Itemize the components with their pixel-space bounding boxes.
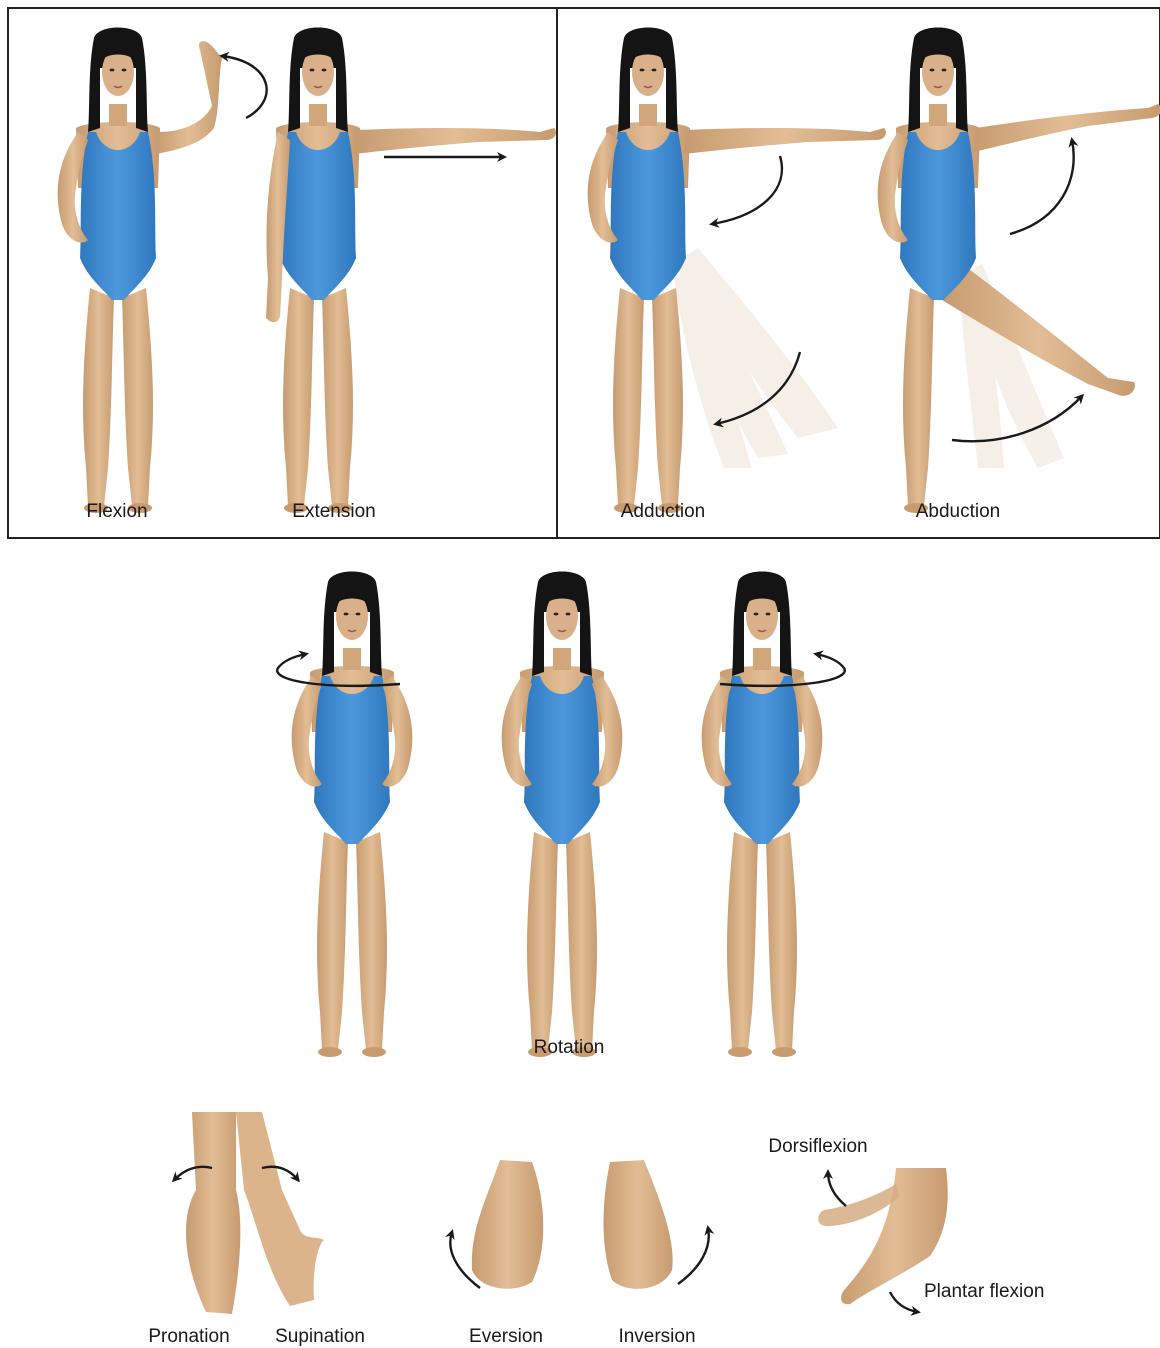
label-rotation: Rotation xyxy=(534,1037,605,1059)
supination-hand xyxy=(236,1112,324,1306)
eversion-foot xyxy=(472,1160,543,1289)
flexion-figure xyxy=(58,28,222,514)
pronation-hand xyxy=(186,1112,240,1314)
label-supination: Supination xyxy=(275,1326,365,1348)
label-flexion: Flexion xyxy=(86,501,147,523)
label-adduction: Adduction xyxy=(621,501,706,523)
inversion-arrow xyxy=(678,1228,709,1284)
extension-figure xyxy=(266,28,556,514)
label-inversion: Inversion xyxy=(618,1326,695,1348)
label-eversion: Eversion xyxy=(469,1326,543,1348)
dorsiflexion-arrow xyxy=(828,1172,846,1206)
adduction-figure xyxy=(588,28,886,514)
label-extension: Extension xyxy=(292,501,375,523)
rotation-figure-left xyxy=(292,572,413,1058)
label-plantar-flexion: Plantar flexion xyxy=(924,1281,1044,1303)
adduction-arm-arrow xyxy=(712,156,782,224)
rotation-figure-center xyxy=(502,572,623,1058)
plantar-flexion-arrow xyxy=(890,1292,918,1312)
flexion-arrow xyxy=(222,56,267,118)
label-abduction: Abduction xyxy=(916,501,1001,523)
label-pronation: Pronation xyxy=(148,1326,229,1348)
abduction-arm-arrow xyxy=(1010,140,1074,234)
inversion-foot xyxy=(604,1160,673,1289)
label-dorsiflexion: Dorsiflexion xyxy=(768,1136,867,1158)
rotation-figure-right xyxy=(702,572,823,1058)
abduction-figure xyxy=(878,28,1160,514)
